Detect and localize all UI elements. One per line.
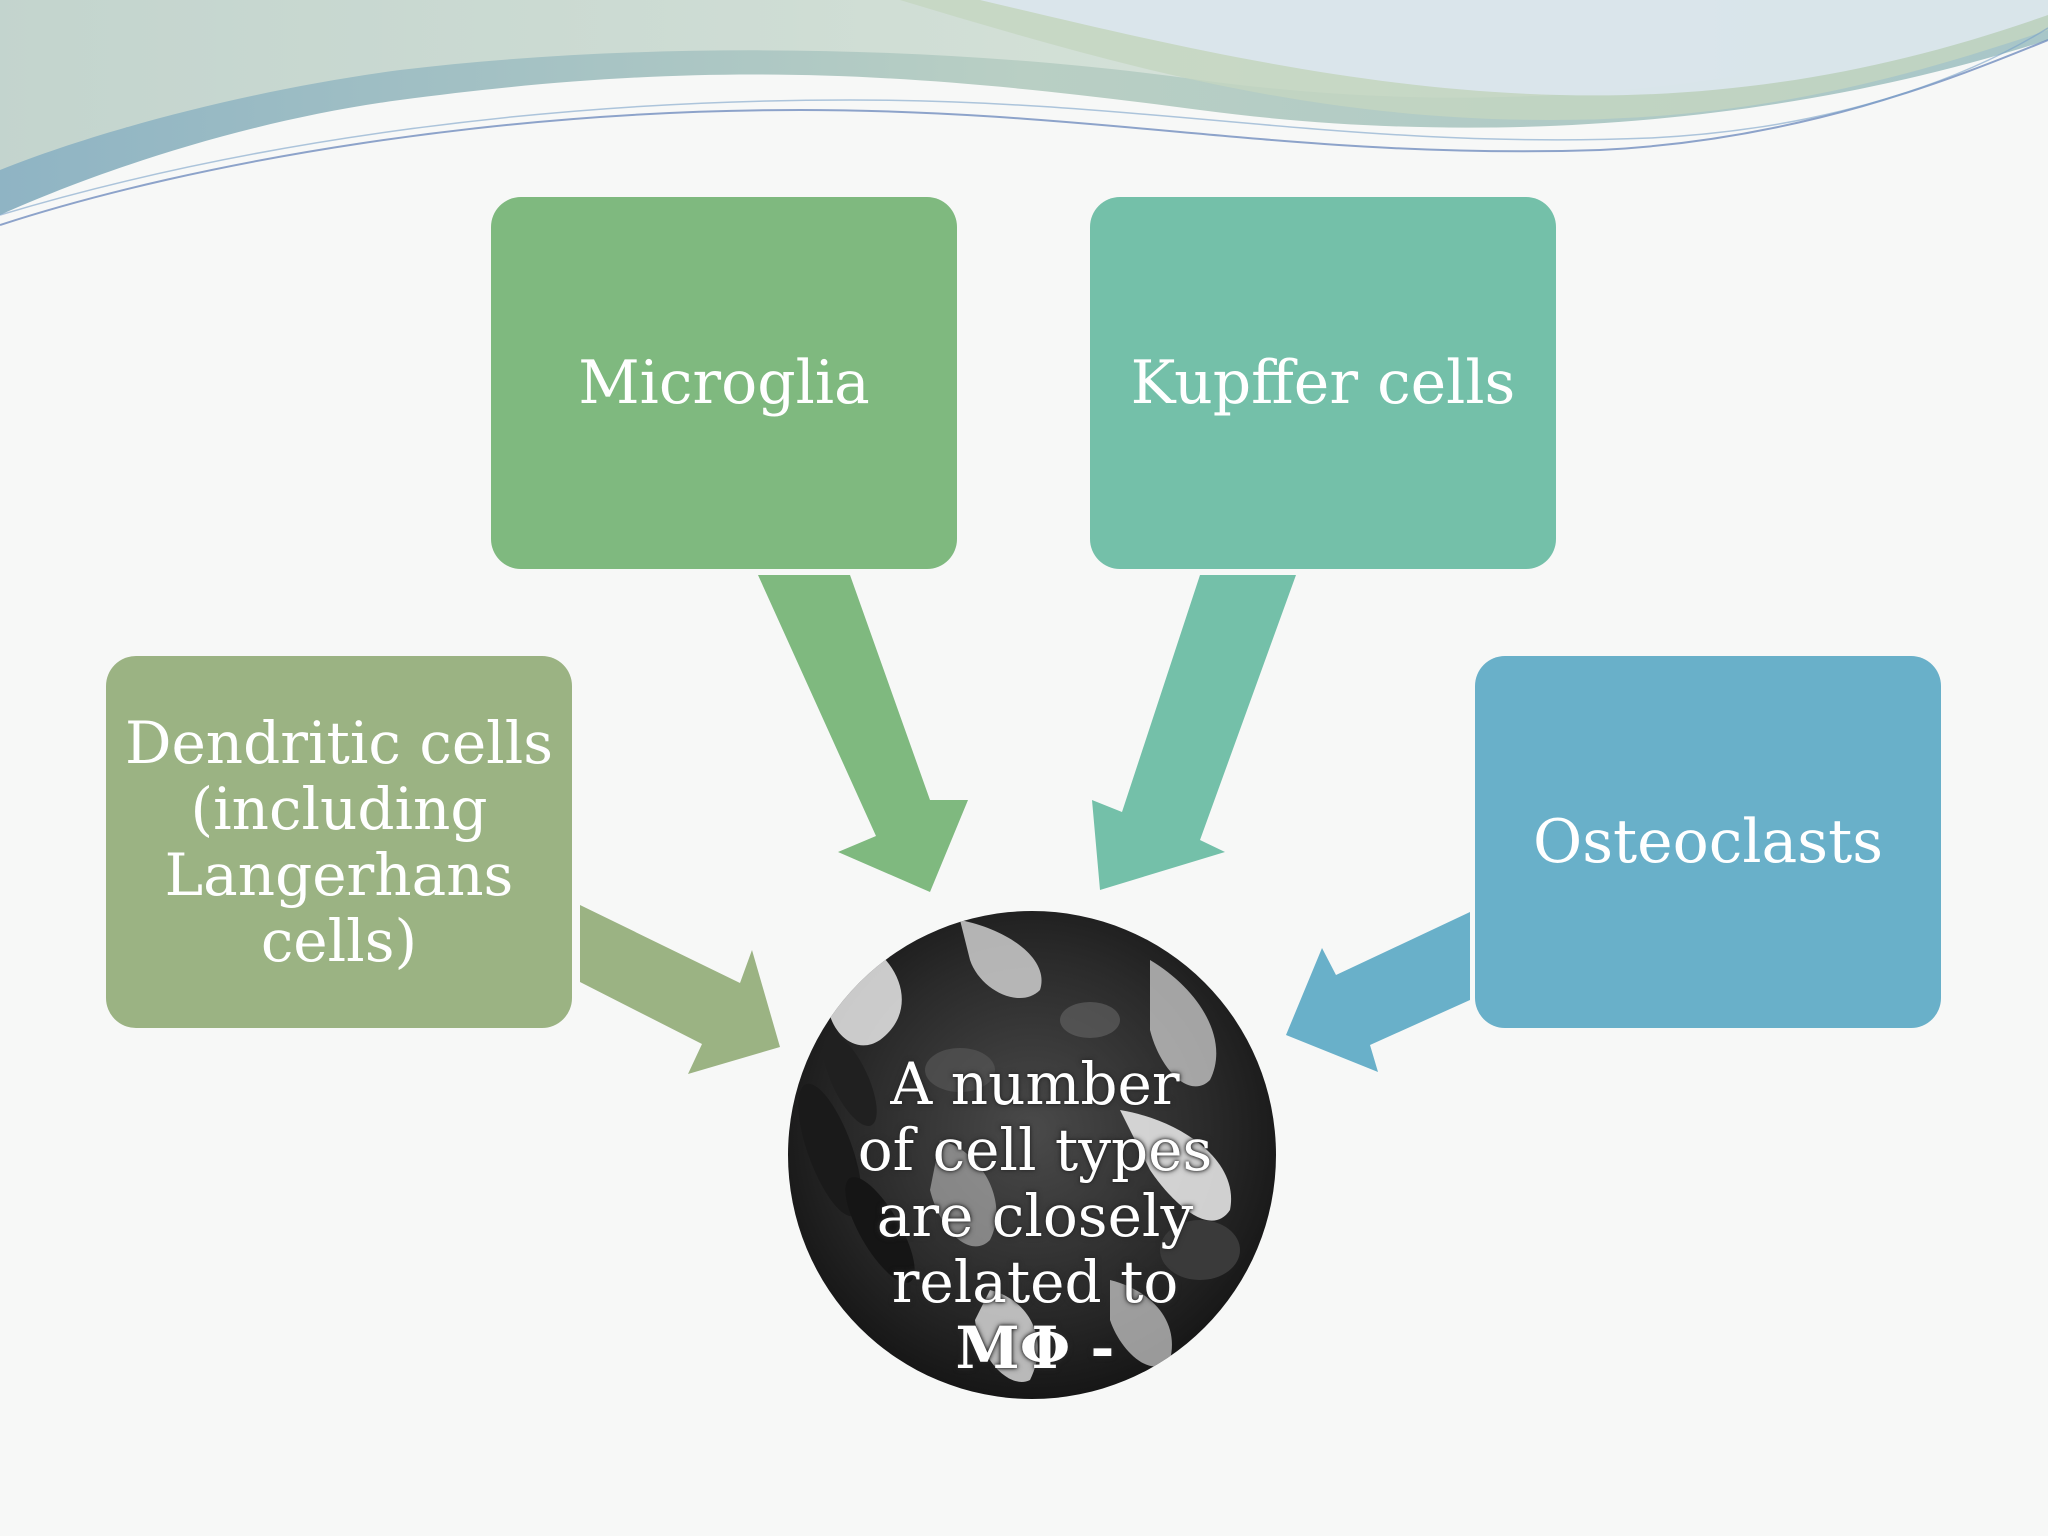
- arrow-from-kupffer: [1092, 575, 1296, 890]
- node-kupffer-cells: Kupffer cells: [1090, 197, 1556, 569]
- node-osteoclasts-label: Osteoclasts: [1533, 807, 1883, 877]
- center-node-label: A number of cell types are closely relat…: [857, 1050, 1213, 1316]
- arrow-from-osteoclasts: [1286, 912, 1470, 1072]
- node-microglia-label: Microglia: [578, 348, 870, 418]
- macrophage-symbol: MΦ -: [955, 1314, 1115, 1382]
- arrow-from-microglia: [758, 575, 968, 892]
- node-microglia: Microglia: [491, 197, 957, 569]
- node-dendritic-cells-label: Dendritic cells (including Langerhans ce…: [124, 709, 554, 975]
- macrophage-micrograph-circle: [788, 911, 1276, 1399]
- node-dendritic-cells: Dendritic cells (including Langerhans ce…: [106, 656, 572, 1028]
- header-wave-decoration: [0, 0, 2048, 226]
- node-kupffer-cells-label: Kupffer cells: [1130, 348, 1516, 418]
- center-node-text: A number of cell types are closely relat…: [790, 985, 1280, 1447]
- arrow-from-dendritic: [580, 905, 780, 1074]
- node-osteoclasts: Osteoclasts: [1475, 656, 1941, 1028]
